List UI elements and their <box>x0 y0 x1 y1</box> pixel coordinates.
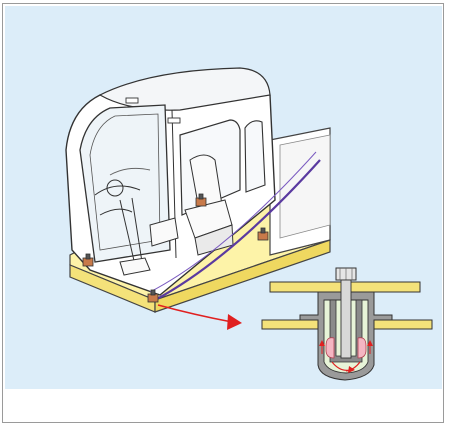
viscous-mount-cross-section <box>261 267 433 381</box>
red-arrow <box>157 304 242 330</box>
mount-front-right <box>147 289 159 303</box>
accent-stripe <box>154 159 321 301</box>
cab-interior <box>94 154 234 276</box>
mount-rear-left <box>195 193 207 207</box>
cab-mounts <box>82 193 269 303</box>
mount-front-left <box>82 253 94 267</box>
mount-rear-right <box>257 227 269 241</box>
